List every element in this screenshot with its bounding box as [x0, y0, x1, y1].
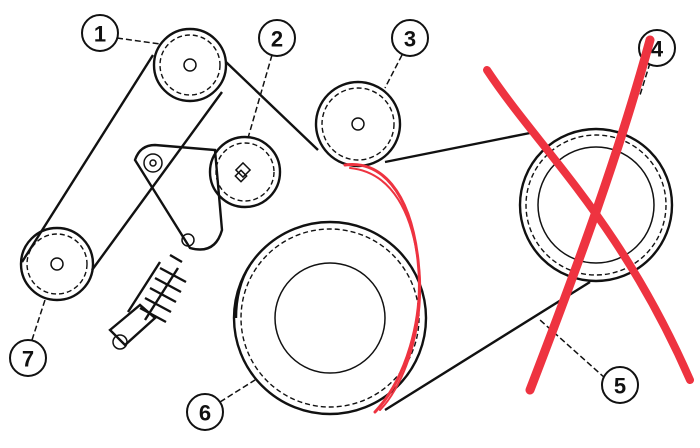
callout-1: 1 — [81, 14, 119, 52]
red-x-stroke-2 — [525, 35, 655, 395]
tensioner-spring — [108, 253, 187, 350]
belt-tensioner — [133, 135, 282, 251]
red-x-stroke-1 — [483, 66, 694, 384]
pulley-4 — [518, 127, 674, 283]
callout-1-label: 1 — [94, 22, 106, 47]
red-annotations — [343, 35, 694, 414]
callout-2: 2 — [258, 19, 296, 57]
callout-6-label: 6 — [199, 401, 211, 426]
pulley-3 — [314, 80, 402, 168]
callout-7: 7 — [9, 339, 47, 377]
callout-2-label: 2 — [271, 27, 283, 52]
callout-5-label: 5 — [614, 374, 626, 399]
callout-6: 6 — [186, 393, 224, 431]
callout-5: 5 — [601, 366, 639, 404]
callout-7-label: 7 — [22, 347, 34, 372]
pulley-7 — [19, 226, 95, 302]
pulley-1 — [152, 27, 228, 103]
callout-4-label: 4 — [651, 37, 664, 62]
callout-3: 3 — [391, 19, 429, 57]
callout-3-label: 3 — [404, 27, 416, 52]
